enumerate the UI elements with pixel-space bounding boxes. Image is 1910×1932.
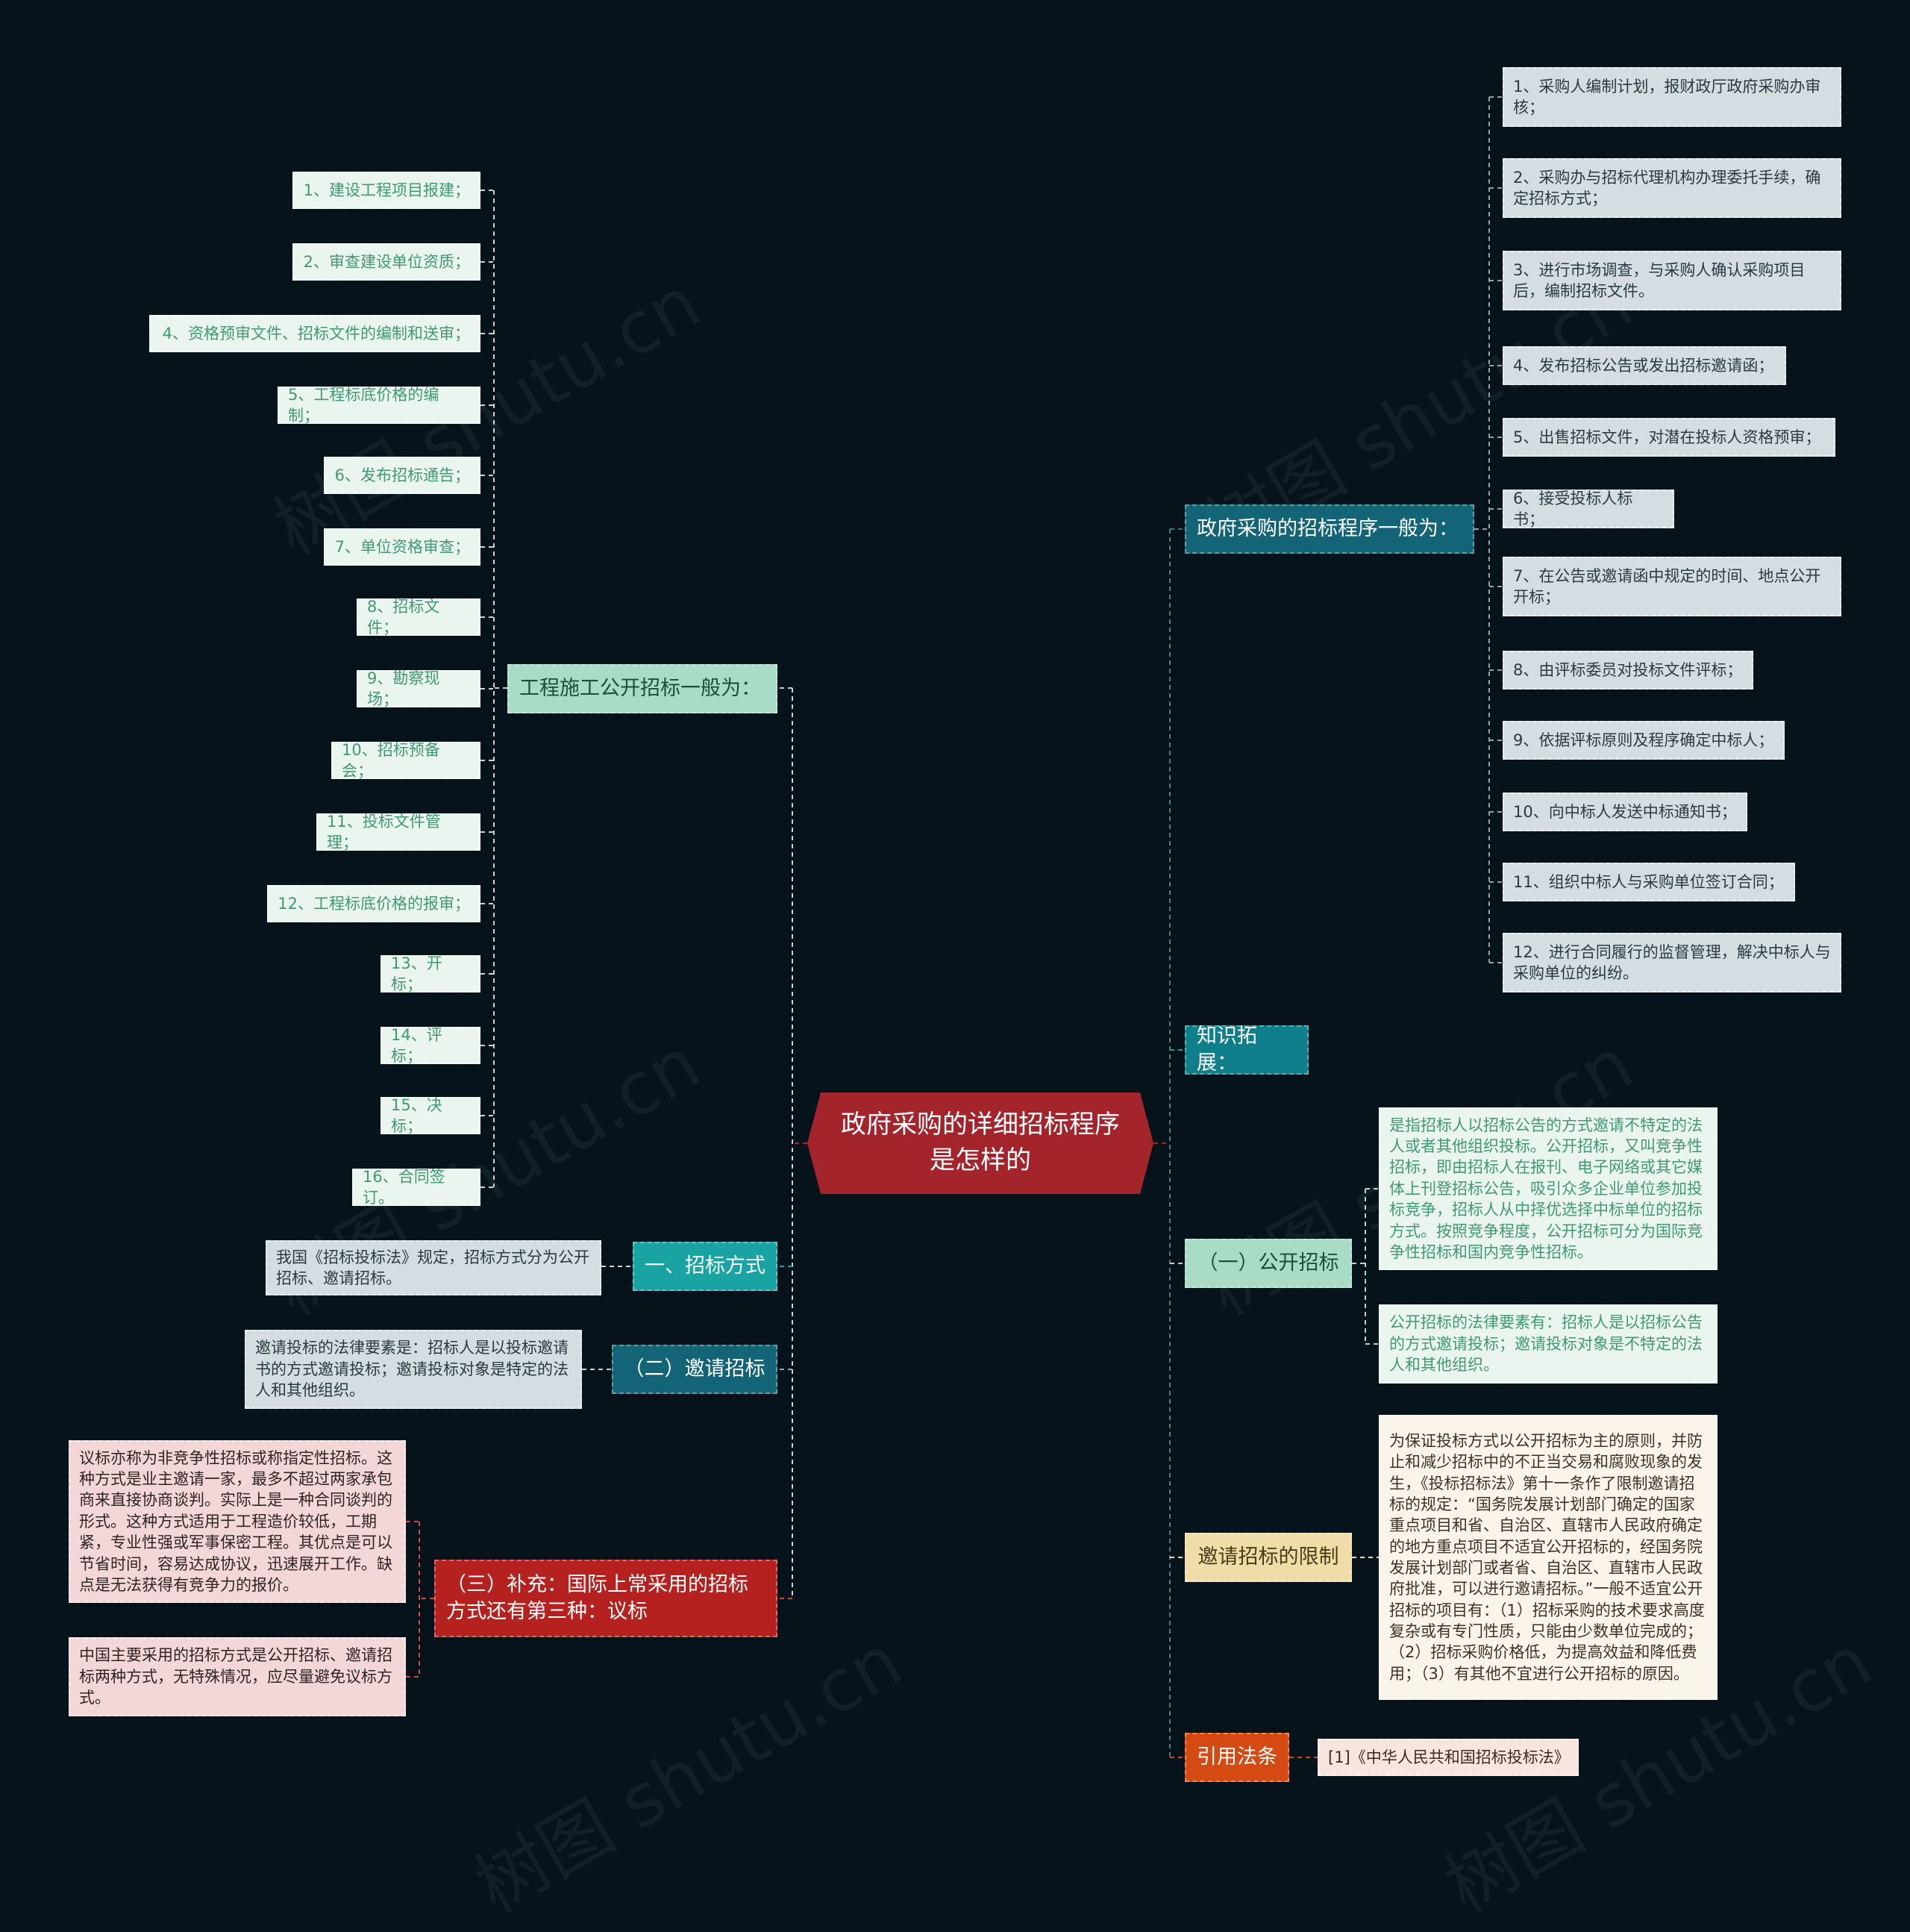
construction-step-item: 13、开标；: [381, 954, 480, 993]
leaf-methods-text: 我国《招标投标法》规定，招标方式分为公开招标、邀请招标。: [266, 1240, 601, 1295]
construction-step-item: 1、建设工程项目报建；: [292, 172, 480, 209]
branch-open-bidding[interactable]: （一）公开招标: [1185, 1239, 1352, 1288]
central-topic[interactable]: 政府采购的详细招标程序是怎样的: [807, 1092, 1153, 1194]
construction-step-item: 6、发布招标通告；: [324, 457, 480, 494]
procurement-step-item: 8、由评标委员对投标文件评标；: [1503, 651, 1753, 690]
procurement-step-item: 3、进行市场调查，与采购人确认采购项目后，编制招标文件。: [1503, 251, 1841, 310]
leaf-invitation-limits-text: 为保证投标方式以公开招标为主的原则，并防止和减少招标中的不正当交易和腐败现象的发…: [1379, 1415, 1718, 1700]
construction-step-item: 2、审查建设单位资质；: [292, 243, 480, 281]
procurement-step-item: 1、采购人编制计划，报财政厅政府采购办审核；: [1503, 67, 1841, 127]
branch-invitation-limits[interactable]: 邀请招标的限制: [1185, 1533, 1352, 1582]
procurement-step-item: 12、进行合同履行的监督管理，解决中标人与采购单位的纠纷。: [1503, 933, 1841, 992]
procurement-step-item: 11、组织中标人与采购单位签订合同；: [1503, 863, 1795, 901]
procurement-step-item: 6、接受投标人标书；: [1503, 490, 1674, 528]
procurement-step-item: 7、在公告或邀请函中规定的时间、地点公开开标；: [1503, 557, 1841, 616]
branch-knowledge-extension[interactable]: 知识拓展：: [1185, 1025, 1309, 1075]
construction-step-item: 12、工程标底价格的报审；: [267, 885, 480, 922]
central-topic-line1: 政府采购的详细招标程序: [841, 1110, 1120, 1140]
procurement-step-item: 5、出售招标文件，对潜在投标人资格预审；: [1503, 418, 1835, 457]
construction-step-item: 7、单位资格审查；: [324, 528, 480, 566]
leaf-open-bidding-definition: 是指招标人以招标公告的方式邀请不特定的法人或者其他组织投标。公开招标，又叫竞争性…: [1379, 1107, 1718, 1270]
procurement-step-item: 10、向中标人发送中标通知书；: [1503, 793, 1747, 831]
construction-step-item: 9、勘察现场；: [357, 669, 480, 708]
construction-step-item: 15、决标；: [381, 1096, 480, 1135]
construction-step-item: 4、资格预审文件、招标文件的编制和送审；: [149, 315, 480, 352]
branch-cited-law[interactable]: 引用法条: [1185, 1733, 1289, 1782]
connector-lines: [406, 96, 1503, 1758]
construction-step-item: 5、工程标底价格的编制；: [278, 386, 480, 425]
leaf-open-bidding-elements: 公开招标的法律要素有：招标人是以招标公告的方式邀请投标；邀请投标对象是不特定的法…: [1379, 1304, 1718, 1384]
leaf-china-methods: 中国主要采用的招标方式是公开招标、邀请招标两种方式，无特殊情况，应尽量避免议标方…: [69, 1637, 406, 1716]
branch-supplement-negotiation[interactable]: （三）补充：国际上常采用的招标方式还有第三种：议标: [434, 1560, 777, 1637]
leaf-invitation-text: 邀请投标的法律要素是：招标人是以投标邀请书的方式邀请投标；邀请投标对象是特定的法…: [245, 1330, 582, 1409]
branch-procurement-procedure[interactable]: 政府采购的招标程序一般为：: [1185, 504, 1474, 554]
central-topic-line2: 是怎样的: [930, 1145, 1031, 1175]
procurement-step-item: 9、依据评标原则及程序确定中标人；: [1503, 721, 1785, 760]
branch-invitation-bidding[interactable]: （二）邀请招标: [612, 1345, 777, 1394]
construction-step-item: 16、合同签订。: [352, 1168, 480, 1207]
construction-step-item: 10、招标预备会；: [331, 741, 480, 780]
leaf-cited-law-text: [1]《中华人民共和国招标投标法》: [1318, 1739, 1579, 1776]
construction-step-item: 8、招标文件；: [357, 598, 480, 637]
construction-step-item: 11、投标文件管理；: [316, 813, 480, 851]
procurement-step-item: 4、发布招标公告或发出招标邀请函；: [1503, 346, 1786, 385]
branch-construction-bidding[interactable]: 工程施工公开招标一般为：: [507, 664, 777, 713]
construction-step-item: 14、评标；: [381, 1026, 480, 1065]
leaf-negotiation-definition: 议标亦称为非竞争性招标或称指定性招标。这种方式是业主邀请一家，最多不超过两家承包…: [69, 1440, 406, 1603]
branch-bidding-methods[interactable]: 一、招标方式: [633, 1242, 777, 1291]
procurement-step-item: 2、采购办与招标代理机构办理委托手续，确定招标方式；: [1503, 158, 1841, 218]
